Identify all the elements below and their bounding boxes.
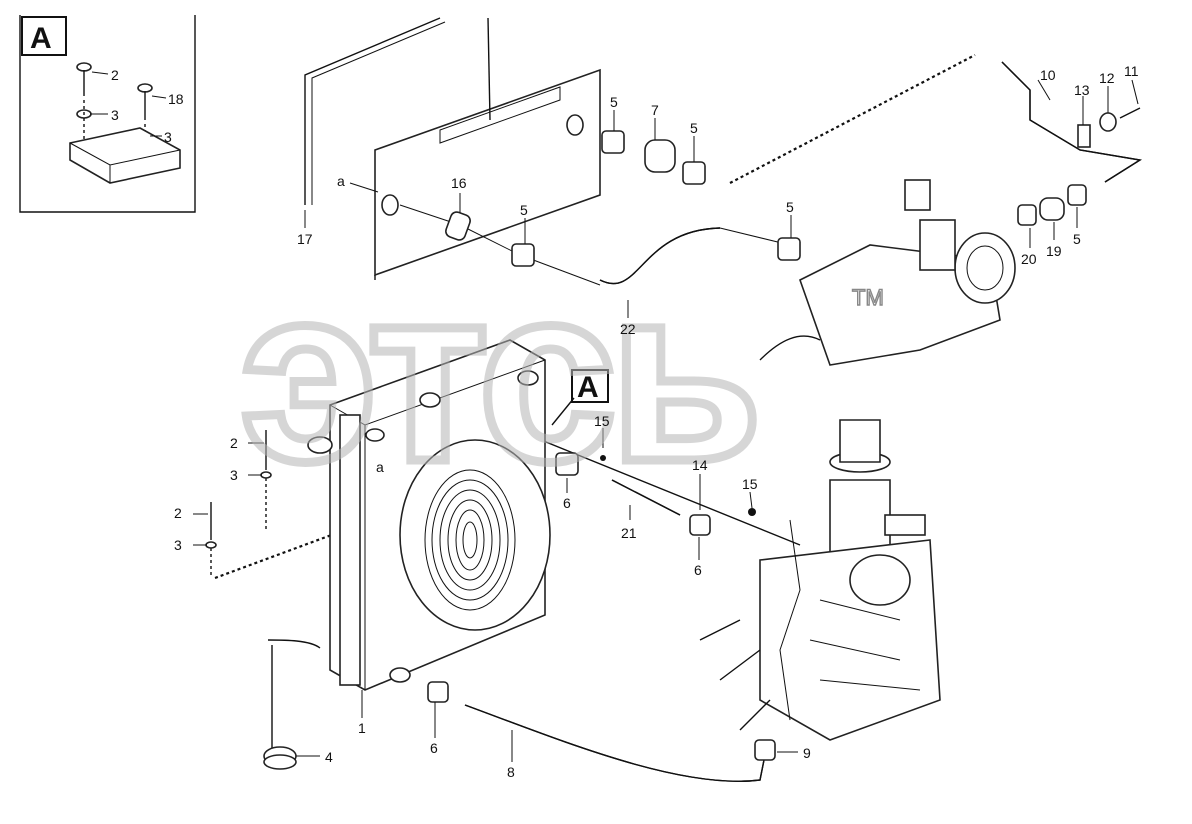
inset-bolt-left: [76, 62, 92, 140]
detail-a-tag: A: [551, 369, 609, 426]
inset-label-3b: 3: [164, 129, 172, 145]
watermark: этсь TM: [236, 230, 885, 518]
inset-label-3: 3: [111, 107, 119, 123]
fan-coil: [424, 469, 516, 611]
detail-a-tag-letter: A: [577, 371, 599, 404]
callout-7: 7: [651, 102, 659, 118]
pipe-10: [1001, 61, 1142, 183]
shroud-panel: [374, 68, 601, 280]
callout-22: 22: [620, 321, 636, 337]
callout-21: 21: [621, 525, 637, 541]
callout-5-a: 5: [520, 202, 528, 218]
assembly-line-upper: [729, 54, 976, 184]
callout-a-lower: a: [376, 459, 384, 475]
inset-label-2: 2: [111, 67, 119, 83]
coupling-7: [644, 139, 676, 173]
callout-13: 13: [1074, 82, 1090, 98]
callout-2-b: 2: [174, 505, 182, 521]
inset-letter-box: [21, 16, 67, 56]
inset-letter: A: [30, 22, 52, 55]
fittings: [205, 107, 1141, 770]
callout-19: 19: [1046, 243, 1062, 259]
callout-6-a: 6: [563, 495, 571, 511]
callout-6-b: 6: [694, 562, 702, 578]
watermark-tm: TM: [852, 285, 884, 310]
assembly-line-lower: [214, 528, 346, 580]
callout-5-b: 5: [610, 94, 618, 110]
callout-4: 4: [325, 749, 333, 765]
callout-3-b: 3: [174, 537, 182, 553]
callout-6-c: 6: [430, 740, 438, 756]
callout-16: 16: [451, 175, 467, 191]
hose-22: [599, 227, 721, 285]
callout-20: 20: [1021, 251, 1037, 267]
callout-17: 17: [297, 231, 313, 247]
hose-21: [611, 479, 681, 516]
detail-a-inset: A 2 3 18 3: [19, 15, 196, 213]
callout-a-upper: a: [337, 173, 345, 189]
hose-8: [464, 704, 765, 782]
watermark-text: этсь: [240, 234, 755, 513]
callout-11: 11: [1124, 63, 1139, 79]
inset-label-18: 18: [168, 91, 184, 107]
inset-bracket-plate: [69, 127, 181, 184]
engine-assembly: [699, 179, 1016, 741]
callout-14: 14: [692, 457, 708, 473]
radiator-core: [307, 339, 551, 691]
callout-5-d: 5: [786, 199, 794, 215]
callout-15-a: 15: [594, 413, 610, 429]
callout-12: 12: [1099, 70, 1115, 86]
callout-2-a: 2: [230, 435, 238, 451]
callout-5-c: 5: [690, 120, 698, 136]
inset-frame: [19, 15, 196, 213]
callout-3-a: 3: [230, 467, 238, 483]
callout-9: 9: [803, 745, 811, 761]
callout-10: 10: [1040, 67, 1056, 83]
seal-strip: [304, 17, 491, 205]
drain-hose: [267, 639, 321, 649]
callout-8: 8: [507, 764, 515, 780]
callouts: 17 a 16 5 5 7 5 10 13 12 11 5 20 19 5 22…: [174, 63, 1139, 780]
grommet-16: [445, 211, 471, 241]
callout-15-b: 15: [742, 476, 758, 492]
leader-lines: [193, 79, 1139, 762]
callout-5-e: 5: [1073, 231, 1081, 247]
callout-1: 1: [358, 720, 366, 736]
